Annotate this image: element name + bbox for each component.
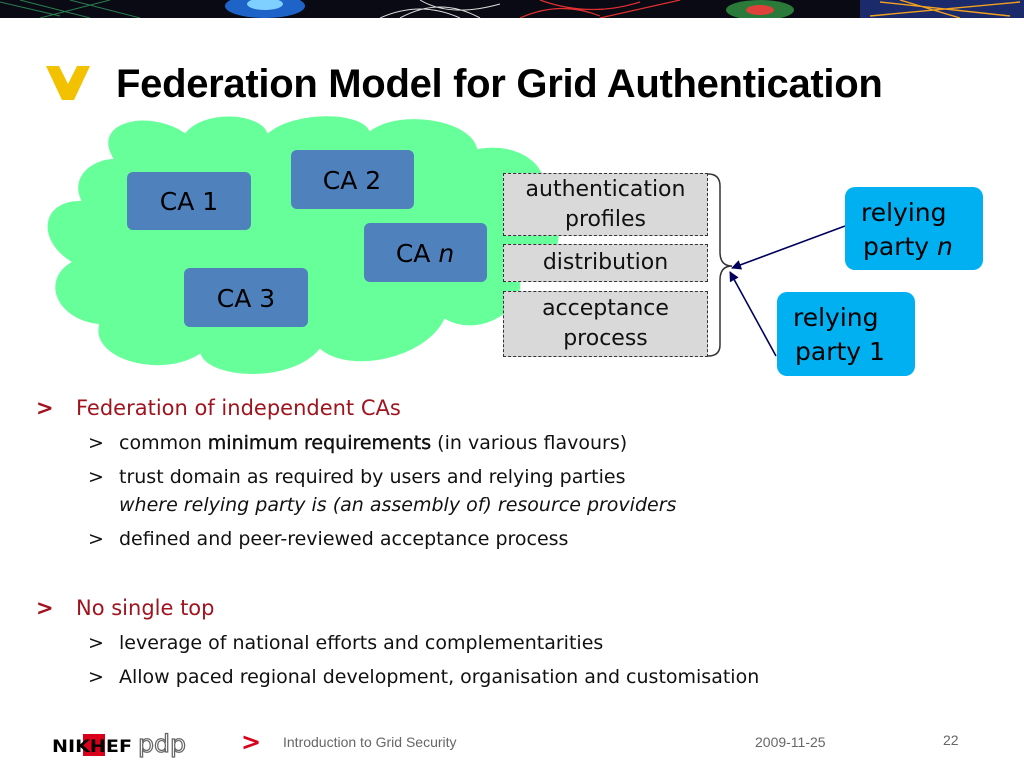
profile-line: distribution	[542, 250, 669, 275]
chevron-down-icon	[46, 66, 90, 100]
footer-presentation-title: Introduction to Grid Security	[283, 734, 457, 750]
sub-bullet-marker: >	[88, 432, 104, 454]
right-curly-brace	[707, 173, 733, 357]
profile-line: process	[563, 326, 648, 351]
sub-bullet-suffix: (in various flavours)	[431, 432, 628, 454]
ca-box-1: CA 1	[127, 172, 251, 230]
nikhef-pdp-logo: NIKHEF pdp	[52, 730, 187, 759]
sub-bullet-text: Allow paced regional development, organi…	[119, 666, 760, 688]
sub-bullet-marker: >	[88, 466, 104, 488]
sub-bullet-italic-text: where relying party is (an assembly of) …	[119, 494, 677, 516]
ca-label-2: CA 2	[323, 166, 381, 195]
bullet-marker: >	[36, 596, 54, 620]
authentication-profiles-box: authentication profiles	[503, 173, 708, 236]
sub-bullet-marker: >	[88, 528, 104, 550]
distribution-box: distribution	[503, 244, 708, 282]
ca-box-2: CA 2	[291, 150, 414, 209]
pdp-logo-text: pdp	[138, 730, 186, 758]
nikhef-logo-text: NIKHEF	[52, 737, 132, 757]
relying-party-1-line1: relying	[793, 303, 879, 332]
relying-party-n-box: relying party n	[845, 187, 983, 270]
federation-diagram: CA 1 CA 2 CA n CA 3	[45, 114, 846, 376]
sub-bullet-text: leverage of national efforts and complem…	[119, 632, 604, 654]
sub-bullet-emphasis: minimum requirements	[207, 432, 432, 454]
sub-bullet-marker: >	[88, 632, 104, 654]
footer-marker: >	[241, 728, 262, 756]
ca-box-3: CA 3	[184, 268, 308, 327]
bullet-text: No single top	[76, 596, 215, 620]
profile-line: authentication	[525, 176, 686, 202]
sub-bullet-text: trust domain as required by users and re…	[119, 466, 626, 488]
bullet-text: Federation of independent CAs	[76, 396, 401, 420]
footer-page-number: 22	[943, 732, 959, 748]
arrow-from-party-n	[731, 225, 846, 270]
ca-box-n: CA n	[364, 223, 487, 282]
relying-party-n-line2: party n	[863, 230, 953, 264]
acceptance-process-box: acceptance process	[503, 291, 708, 357]
profile-line: profiles	[565, 206, 646, 232]
ca-label-n-italic: n	[438, 239, 454, 268]
ca-label-n: CA	[396, 239, 439, 268]
relying-party-n-italic: n	[937, 232, 953, 261]
svg-text:CA n: CA n	[396, 239, 454, 268]
sub-bullet-prefix: common	[119, 432, 208, 454]
relying-party-1-box: relying party 1	[777, 292, 915, 376]
sub-bullet-text: defined and peer-reviewed acceptance pro…	[119, 528, 569, 550]
ca-label-3: CA 3	[217, 284, 275, 313]
relying-party-1-line2: party 1	[795, 337, 885, 366]
bullet-marker: >	[36, 396, 54, 420]
arrow-from-party-1	[729, 271, 777, 357]
relying-party-n-text: party	[863, 232, 938, 261]
footer-date: 2009-11-25	[755, 734, 826, 750]
ca-label-1: CA 1	[160, 187, 218, 216]
slide-title: Federation Model for Grid Authentication	[116, 62, 883, 106]
sub-bullet-marker: >	[88, 666, 104, 688]
header-banner-image	[0, 0, 1024, 18]
profile-line: acceptance	[542, 296, 669, 321]
relying-party-n-line1: relying	[861, 198, 947, 227]
